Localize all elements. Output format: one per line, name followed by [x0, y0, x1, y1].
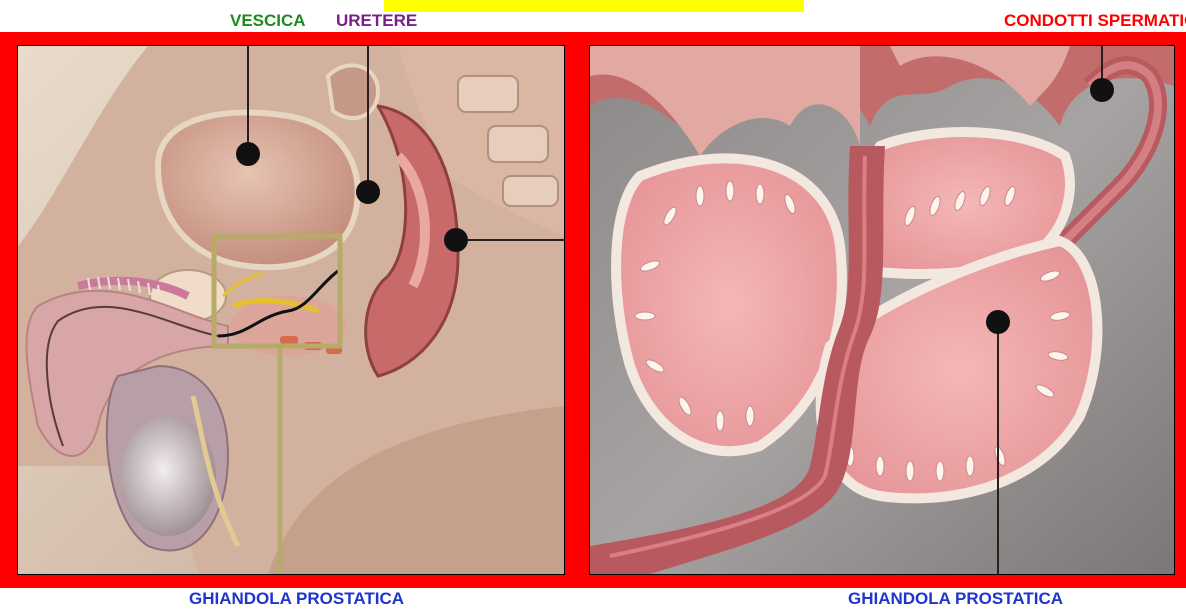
label-vescica: VESCICA: [230, 11, 306, 31]
highlight-bar: [384, 0, 804, 12]
prostate-closeup-illustration: [590, 46, 1174, 574]
label-ghiandola-prostatica-left: GHIANDOLA PROSTATICA: [189, 589, 404, 609]
sagittal-section-illustration: [18, 46, 564, 574]
label-uretere: URETERE: [336, 11, 417, 31]
label-ghiandola-prostatica-right: GHIANDOLA PROSTATICA: [848, 589, 1063, 609]
label-condotti-spermatici: CONDOTTI SPERMATICI: [1004, 11, 1186, 31]
